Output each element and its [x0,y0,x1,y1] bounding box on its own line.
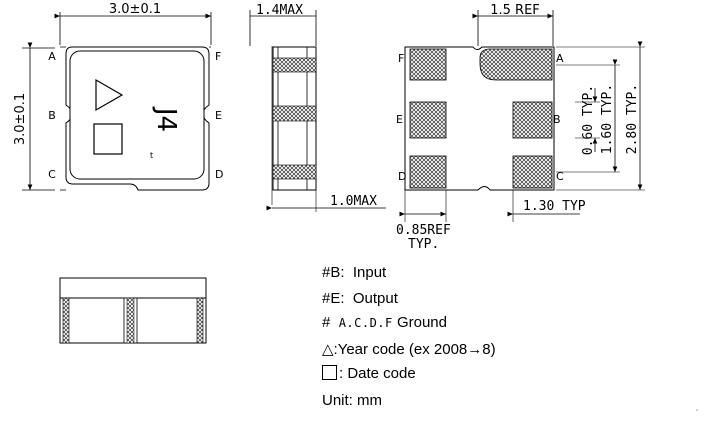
pad-a [479,48,553,81]
front-side-view [59,277,207,344]
pad-f [409,48,447,81]
bottom-pin-label-e: E [396,113,403,126]
dim-0-85-sub: TYP. [408,237,439,252]
top-height-dim: 3.0±0.1 [13,93,28,145]
legend-output-label: Output [352,290,398,307]
top-pin-label-b: B [48,109,56,122]
legend-ground-label: Ground [396,314,447,331]
legend-output-pin: #E: [322,290,345,307]
pad-c [512,155,553,189]
triangle-icon: △ [322,341,334,358]
legend-year-code: △:Year code (ex 2008→8) [322,340,496,358]
legend-ground-hash: # [322,314,331,331]
legend-date-code: : Date code [322,365,416,382]
bottom-pin-label-c: C [556,170,564,183]
bottom-view: 1.5 REF F E D A B C 0.60 TYP. 1.60 TYP. … [396,3,645,252]
top-pin-label-c: C [48,168,56,181]
date-code-square-icon [93,123,123,155]
legend-year-text: :Year code (ex 2008→8) [333,341,496,358]
dim-0-60: 0.60 TYP. [581,85,596,155]
top-pin-label-a: A [48,50,56,63]
pad-b [512,101,553,139]
bottom-pin-label-a: A [556,52,564,65]
legend-ground: # A.C.D.F Ground [322,314,447,331]
top-pin-label-d: D [215,168,223,181]
year-code-triangle-icon [95,78,124,112]
dim-2-80: 2.80 TYP. [625,84,640,154]
part-marking-small: t [150,151,153,160]
bottom-pin-label-b: B [553,113,561,126]
side-view: 1.4MAX 1.0MAX [249,3,386,212]
legend-unit-text: Unit: mm [322,392,382,409]
dim-0-85: 0.85REF [396,223,451,238]
legend-input: #B: Input [322,264,386,281]
pad-e [409,101,447,139]
bottom-top-dim: 1.5 REF [490,3,540,18]
dim-1-30: 1.30 TYP [523,199,586,214]
side-bottom-dim: 1.0MAX [330,194,377,209]
bottom-pin-label-f: F [398,52,404,65]
legend-unit: Unit: mm [322,392,382,409]
top-pin-label-e: E [215,109,222,122]
legend-output: #E: Output [322,290,398,307]
top-pin-label-f: F [215,50,221,63]
top-view: 3.0±0.1 3.0±0.1 A B C F E D J4 t [13,2,223,191]
part-marking: J4 [151,106,181,132]
legend-input-pin: #B: [322,264,345,281]
square-icon [322,365,337,380]
bottom-pin-label-d: D [398,170,406,183]
side-height-dim: 1.4MAX [256,3,303,18]
legend-input-label: Input [352,264,387,281]
pad-d [409,155,447,189]
dim-1-60: 1.60 TYP. [600,84,615,154]
top-width-dim: 3.0±0.1 [109,2,161,17]
legend-date-text: : Date code [339,365,416,382]
legend-ground-pins: A.C.D.F [338,316,393,330]
